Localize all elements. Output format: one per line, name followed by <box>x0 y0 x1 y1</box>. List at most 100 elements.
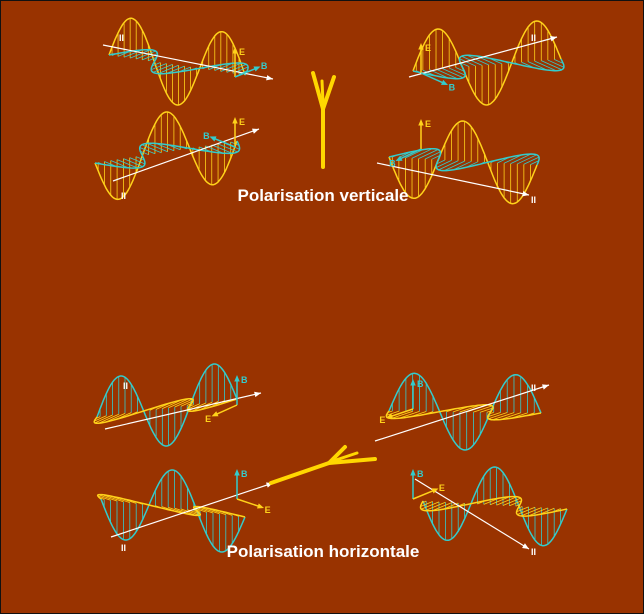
vertical-field-label: E <box>239 47 245 57</box>
propagation-direction-label: II <box>531 383 536 393</box>
axis-arrowhead <box>542 384 549 390</box>
vertical-vector-arrowhead <box>234 375 240 382</box>
vertical-field-wave <box>108 17 246 106</box>
oblique-vector-arrowhead <box>395 155 403 161</box>
oblique-vector-arrow <box>398 148 422 161</box>
oblique-field-wave <box>388 147 540 172</box>
oblique-field-wave-hatch <box>459 404 481 413</box>
oblique-vector-arrowhead <box>257 503 264 509</box>
propagation-direction-label: II <box>121 191 126 201</box>
vertical-field-label: B <box>241 375 248 385</box>
oblique-field-wave-hatch <box>214 62 233 71</box>
oblique-field-wave <box>96 493 246 518</box>
axis-arrowhead <box>252 128 259 134</box>
oblique-field-wave <box>93 397 238 425</box>
oblique-field-wave-hatch <box>130 49 151 59</box>
oblique-field-wave-hatch <box>492 412 515 421</box>
oblique-field-wave-hatch <box>473 405 493 413</box>
oblique-field-wave-hatch <box>98 413 119 424</box>
oblique-field-wave-hatch <box>444 160 465 171</box>
oblique-field-wave-hatch <box>180 400 194 407</box>
oblique-field-wave-hatch <box>174 398 193 408</box>
vertical-field-wave <box>412 20 562 106</box>
oblique-field-wave-hatch <box>217 143 238 153</box>
axis-arrowhead <box>266 75 273 81</box>
oblique-field-wave-hatch <box>488 412 508 420</box>
y-antenna-vertical-icon <box>311 71 336 169</box>
vertical-vector-arrowhead <box>418 119 424 126</box>
vertical-field-wave <box>388 372 542 451</box>
vertical-field-label: E <box>425 119 431 129</box>
oblique-field-wave-hatch <box>432 502 452 511</box>
oblique-field-wave-hatch <box>490 496 510 506</box>
caption-horizontal-polarisation: Polarisation horizontale <box>227 542 420 561</box>
oblique-field-wave-hatch <box>547 59 565 68</box>
oblique-field-label: E <box>439 483 445 493</box>
oblique-field-wave-hatch <box>123 49 142 58</box>
oblique-field-wave-hatch <box>517 154 537 165</box>
oblique-field-wave-hatch <box>453 161 472 171</box>
axis-arrowhead <box>522 191 529 197</box>
oblique-field-wave-hatch <box>123 158 143 167</box>
oblique-field-wave-hatch <box>151 62 161 67</box>
vertical-vector-arrowhead <box>232 117 238 124</box>
wave-horizontal-top-right: B E II <box>374 372 550 451</box>
oblique-field-wave-hatch <box>528 507 548 517</box>
propagation-direction-label: II <box>531 195 536 205</box>
oblique-field-wave-hatch <box>520 507 542 517</box>
vertical-field-wave <box>100 469 246 553</box>
vertical-field-label: E <box>239 117 245 127</box>
oblique-vector-arrow <box>389 408 414 418</box>
propagation-axis <box>374 384 550 442</box>
oblique-field-label: B <box>389 159 396 169</box>
oblique-field-wave-hatch <box>500 412 521 420</box>
wave-vertical-bottom-right: E B II <box>376 119 540 205</box>
oblique-field-wave-hatch <box>391 410 413 419</box>
oblique-field-label: B <box>261 61 268 71</box>
vertical-field-label: B <box>417 379 424 389</box>
oblique-field-wave-hatch <box>418 149 439 159</box>
oblique-vector-arrowhead <box>431 488 439 494</box>
oblique-field-wave-hatch <box>449 67 466 76</box>
oblique-field-wave-hatch <box>523 156 540 165</box>
oblique-vector-arrow <box>420 72 445 85</box>
oblique-field-wave-hatch <box>156 143 175 152</box>
oblique-field-wave-hatch <box>509 500 522 507</box>
oblique-field-wave-hatch <box>398 411 420 419</box>
oblique-field-wave-hatch <box>148 56 157 62</box>
oblique-field-wave-hatch <box>116 159 138 169</box>
oblique-field-wave-hatch <box>238 70 248 75</box>
vertical-vector-arrowhead <box>234 469 240 476</box>
oblique-vector-arrow <box>212 137 236 148</box>
vertical-field-label: B <box>241 469 248 479</box>
oblique-field-wave-hatch <box>527 61 547 71</box>
vertical-field-wave <box>422 466 568 547</box>
oblique-vector-arrowhead <box>441 79 448 85</box>
oblique-field-wave-hatch <box>467 54 489 66</box>
oblique-field-wave-hatch <box>147 143 168 153</box>
oblique-field-wave-hatch <box>424 501 446 511</box>
oblique-field-wave-hatch <box>386 410 400 416</box>
vertical-field-wave <box>94 111 238 201</box>
oblique-field-wave-hatch <box>97 495 111 501</box>
oblique-field-label: E <box>379 415 385 425</box>
oblique-field-wave-hatch <box>459 58 476 67</box>
oblique-field-wave-hatch <box>455 67 465 72</box>
vertical-vector-arrowhead <box>410 469 416 476</box>
propagation-direction-label: II <box>123 381 128 391</box>
oblique-field-wave-hatch <box>129 157 146 165</box>
oblique-field-wave-hatch <box>425 151 441 160</box>
oblique-field-wave-hatch <box>142 53 158 61</box>
axis-arrowhead <box>550 36 557 42</box>
oblique-field-wave-hatch <box>420 501 433 507</box>
oblique-field-wave-hatch <box>431 155 441 160</box>
oblique-field-wave-hatch <box>151 63 167 71</box>
